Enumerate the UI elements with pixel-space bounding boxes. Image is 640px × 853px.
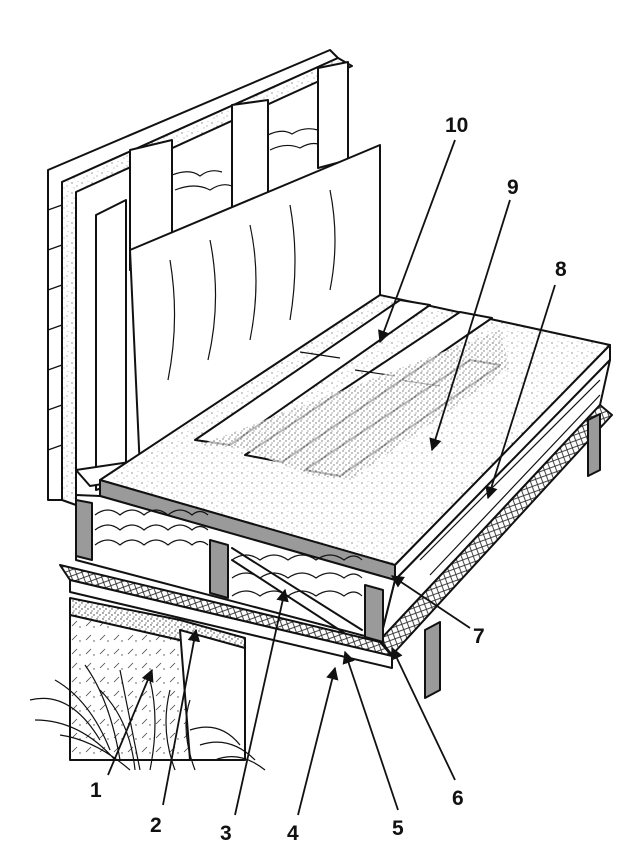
cross-bridging — [231, 547, 363, 641]
callout-5: 5 — [392, 817, 404, 840]
callout-9: 9 — [507, 176, 519, 199]
floor-assembly — [59, 294, 613, 699]
bottom-board — [69, 579, 393, 669]
wall-stud — [317, 61, 349, 169]
callout-3: 3 — [220, 822, 232, 845]
leader-7 — [390, 575, 471, 629]
foundation — [69, 597, 246, 761]
floor-joist — [75, 499, 93, 561]
callout-2: 2 — [150, 814, 162, 837]
wall-sheathing — [61, 57, 353, 506]
leader-lines — [107, 139, 556, 816]
leader-8 — [485, 284, 556, 500]
wall-assembly — [47, 49, 381, 506]
leader-5 — [342, 650, 399, 811]
leader-6 — [391, 646, 456, 781]
floor-joist — [209, 539, 229, 599]
callout-7: 7 — [473, 625, 485, 648]
leader-3 — [234, 588, 289, 816]
flooring-shadow — [200, 330, 510, 480]
leader-4 — [297, 666, 339, 816]
support-post — [424, 621, 441, 699]
leader-2 — [162, 628, 201, 806]
support-post — [587, 413, 601, 477]
wall-stud — [95, 199, 127, 491]
grass — [29, 664, 266, 771]
callout-1: 1 — [90, 779, 102, 802]
callout-4: 4 — [287, 822, 299, 845]
callout-6: 6 — [452, 787, 464, 810]
callout-8: 8 — [555, 258, 567, 281]
callout-labels: 1 2 3 4 5 6 7 8 9 10 — [90, 114, 567, 845]
leader-10 — [378, 139, 456, 344]
floor-joist — [364, 584, 384, 643]
leader-1 — [107, 668, 154, 776]
leader-9 — [429, 199, 511, 452]
callout-10: 10 — [445, 114, 468, 137]
